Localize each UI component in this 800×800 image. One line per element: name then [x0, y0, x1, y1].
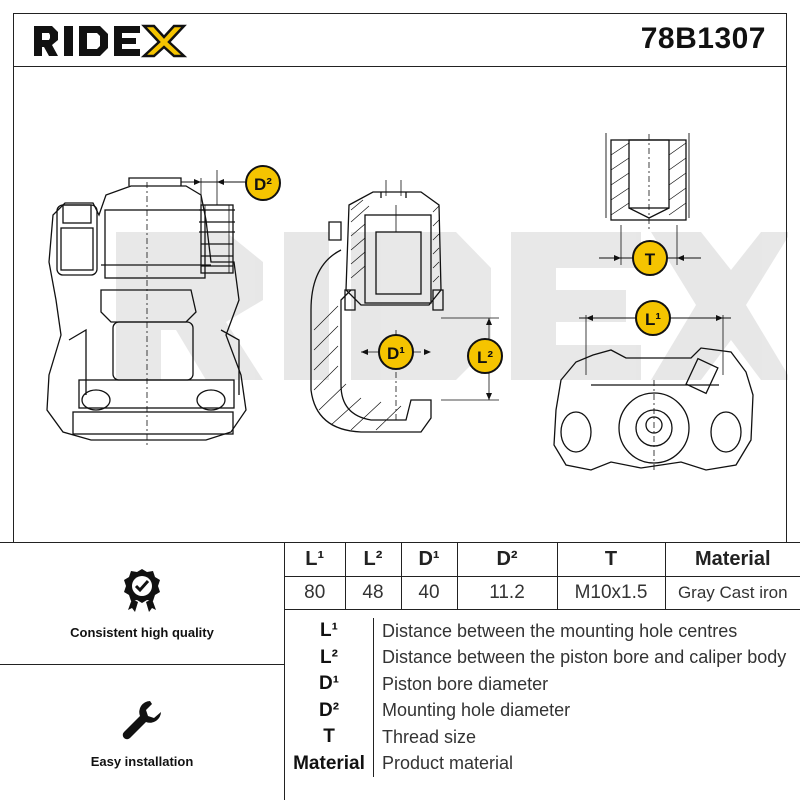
legend-description: Product material [382, 753, 514, 774]
caliper-section-view [310, 180, 499, 433]
feature-installation-label: Easy installation [90, 753, 194, 769]
spec-value-t: M10x1.5 [557, 576, 666, 610]
feature-installation: Easy installation [0, 665, 285, 800]
spec-table: L¹ L² D¹ D² T Material 80 48 40 11.2 M10… [285, 543, 800, 610]
specification-section: Consistent high quality Easy installatio… [0, 542, 800, 800]
callout-l2-label: L² [477, 348, 493, 367]
legend-row: L¹ Distance between the mounting hole ce… [285, 618, 800, 645]
callout-t: T [632, 240, 668, 276]
spec-header-material: Material [665, 543, 800, 577]
legend-symbol: D¹ [285, 671, 374, 698]
spec-value-l2: 48 [345, 576, 402, 610]
legend-description: Piston bore diameter [382, 673, 549, 694]
legend-symbol: L¹ [285, 618, 374, 645]
spec-header-d1: D¹ [401, 543, 458, 577]
header-bar: 78B1307 [13, 13, 787, 67]
legend-description: Distance between the piston bore and cal… [382, 647, 787, 668]
spec-value-material: Gray Cast iron [665, 576, 800, 610]
legend-symbol: Material [285, 750, 374, 777]
spec-header-t: T [557, 543, 666, 577]
ridex-watermark [116, 232, 788, 380]
quality-badge-icon [124, 569, 160, 612]
caliper-front-view [46, 170, 249, 445]
spec-value-l1: 80 [285, 576, 346, 610]
feature-quality: Consistent high quality [0, 543, 285, 665]
spec-header-l1: L¹ [285, 543, 346, 577]
callout-t-label: T [645, 250, 656, 269]
legend-symbol: D² [285, 697, 374, 724]
caliper-rear-view [553, 315, 754, 471]
legend-description: Distance between the mounting hole centr… [382, 620, 738, 641]
legend-symbol: L² [285, 644, 374, 671]
caliper-technical-drawing [46, 133, 788, 471]
callout-d1: D¹ [378, 334, 414, 370]
thread-section-view [599, 133, 701, 265]
legend-description: Mounting hole diameter [382, 700, 571, 721]
legend-row: D¹ Piston bore diameter [285, 671, 800, 698]
legend-description: Thread size [382, 726, 477, 747]
feature-quality-label: Consistent high quality [70, 625, 214, 640]
legend-row: D² Mounting hole diameter [285, 697, 800, 724]
callout-l1-label: L¹ [645, 310, 661, 329]
spec-value-d1: 40 [401, 576, 458, 610]
spec-header-d2: D² [457, 543, 558, 577]
dimension-callouts: D² D¹ L² T L¹ [245, 165, 671, 374]
callout-d2-label: D² [254, 175, 272, 194]
callout-l2: L² [467, 338, 503, 374]
spec-header-l2: L² [345, 543, 402, 577]
spec-table-values-row: 80 48 40 11.2 M10x1.5 Gray Cast iron [285, 576, 800, 610]
legend-row: L² Distance between the piston bore and … [285, 644, 800, 671]
legend-row: T Thread size [285, 724, 800, 751]
wrench-icon [122, 700, 161, 739]
legend-symbol: T [285, 724, 374, 751]
callout-l1: L¹ [635, 300, 671, 336]
ridex-logo [34, 24, 188, 58]
callout-d2: D² [245, 165, 281, 201]
spec-table-header-row: L¹ L² D¹ D² T Material [285, 543, 800, 577]
dimension-legend: L¹ Distance between the mounting hole ce… [285, 618, 800, 800]
legend-row: Material Product material [285, 750, 800, 777]
spec-value-d2: 11.2 [457, 576, 558, 610]
callout-d1-label: D¹ [387, 344, 405, 363]
technical-drawing-frame: D² D¹ L² T L¹ [13, 67, 788, 543]
part-number: 78B1307 [640, 22, 766, 55]
